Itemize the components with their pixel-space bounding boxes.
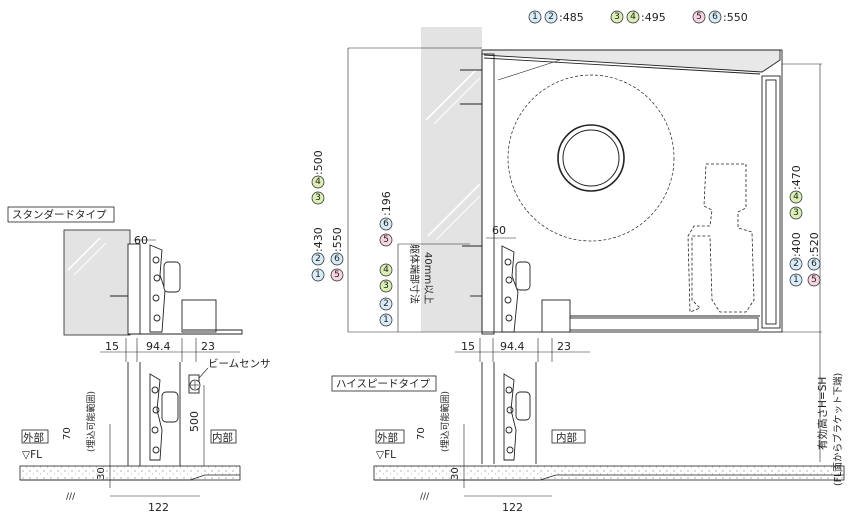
body-end-dim-label: 躯体端部寸法 (408, 244, 421, 304)
stack-right-56: 5 6 :520 (807, 232, 821, 287)
effective-height-note: (FL面からブラケット下端) (832, 373, 844, 486)
svg-text::400: :400 (790, 232, 803, 257)
stack-left-56: 5 6 :550 (330, 227, 344, 282)
svg-text:5: 5 (811, 275, 817, 285)
svg-text:4: 4 (315, 177, 321, 187)
standard-type-title: スタンダードタイプ (12, 208, 107, 221)
svg-text:6: 6 (383, 219, 389, 229)
right-dim-122: 122 (502, 501, 523, 514)
left-buried-range: (埋込可能範囲) (85, 391, 97, 452)
left-inner-label: 内部 (212, 431, 233, 444)
svg-text:3: 3 (383, 281, 389, 291)
right-dim-15: 15 (461, 340, 475, 353)
legend-group-12: 1 2 :485 (528, 10, 584, 24)
stack-left-34: 3 4 :500 (311, 150, 325, 205)
svg-text:6: 6 (334, 254, 340, 264)
svg-text:6: 6 (811, 259, 817, 269)
right-fl-label: ▽FL (376, 449, 396, 461)
svg-text:1: 1 (383, 315, 389, 325)
svg-text:5: 5 (383, 235, 389, 245)
left-bottom-mechanism (127, 362, 200, 466)
left-stack: 1 2 :430 3 4 :500 5 6 :550 (311, 150, 344, 282)
left-dim-500: 500 (188, 411, 201, 432)
left-dim-122: 122 (148, 501, 169, 514)
left-dim-23: 23 (201, 340, 215, 353)
svg-text:4: 4 (630, 12, 636, 22)
svg-text::550: :550 (723, 11, 748, 24)
stack-left-12: 1 2 :430 (311, 227, 325, 282)
svg-text::550: :550 (331, 227, 344, 252)
svg-text::500: :500 (312, 150, 325, 175)
legend-group-34: 3 4 :495 (610, 10, 666, 24)
stack-right-12: 1 2 :400 (789, 232, 803, 287)
svg-text:1: 1 (532, 12, 538, 22)
right-floor (373, 465, 845, 481)
svg-text:///: /// (420, 492, 430, 502)
left-floor (19, 465, 241, 481)
svg-text:4: 4 (793, 192, 799, 202)
left-fl-label: ▽FL (22, 449, 42, 461)
svg-text:///: /// (66, 492, 76, 502)
left-top-mechanism (110, 243, 243, 335)
svg-text::470: :470 (790, 165, 803, 190)
effective-height-label: 有効高さH=SH (816, 377, 829, 450)
top-legend: 1 2 :485 3 4 :495 5 6 :550 (528, 10, 748, 24)
left-wall (63, 229, 131, 336)
high-speed-type-title: ハイスピードタイプ (336, 378, 430, 390)
right-buried-range: (埋込可能範囲) (439, 391, 451, 452)
left-dim-60: 60 (134, 234, 148, 247)
right-inner-label: 内部 (556, 431, 577, 444)
svg-text:1: 1 (315, 270, 321, 280)
high-speed-title-box (331, 375, 437, 392)
svg-text::495: :495 (641, 11, 666, 24)
svg-text:5: 5 (334, 270, 340, 280)
motor-outline (687, 163, 755, 313)
svg-text:3: 3 (614, 12, 620, 22)
high-speed-type-view: 60 15 94.4 23 躯体端部寸法 40mm以上 ハイスピードタイプ 内部… (331, 27, 845, 514)
left-dim-15: 15 (105, 340, 119, 353)
svg-text:3: 3 (793, 208, 799, 218)
svg-text:5: 5 (696, 12, 702, 22)
right-stack: 1 2 :400 3 4 :470 5 6 :520 (789, 165, 821, 287)
drum-outer-circle (507, 74, 675, 242)
right-wall (421, 27, 482, 332)
right-dim-94-4: 94.4 (500, 340, 525, 353)
shutter-housing (481, 49, 783, 333)
standard-type-title-box (7, 206, 115, 223)
svg-text:6: 6 (712, 12, 718, 22)
right-top-mechanism (460, 53, 571, 335)
right-dim-60: 60 (492, 224, 506, 237)
beam-sensor-label: ビームセンサ (208, 358, 271, 370)
mid-stack: 1 2 3 4 5 6 :196 (379, 191, 393, 327)
svg-text:3: 3 (315, 193, 321, 203)
svg-text::520: :520 (808, 232, 821, 257)
right-bottom-mechanism (481, 362, 537, 464)
right-dim-23: 23 (557, 340, 571, 353)
stack-right-34: 3 4 :470 (789, 165, 803, 220)
legend-group-56: 5 6 :550 (692, 10, 748, 24)
right-dim-70: 70 (416, 427, 427, 440)
left-dim-70: 70 (62, 427, 73, 440)
left-dim-94-4: 94.4 (146, 340, 171, 353)
svg-text::196: :196 (380, 191, 393, 216)
drum-inner-circle (557, 124, 625, 192)
svg-text::485: :485 (559, 11, 584, 24)
svg-text:2: 2 (383, 299, 389, 309)
left-outer-label: 外部 (23, 431, 44, 444)
svg-text:4: 4 (383, 265, 389, 275)
standard-type-view: スタンダードタイプ 60 15 94.4 23 (7, 206, 271, 514)
body-end-dim-value: 40mm以上 (422, 252, 434, 304)
svg-text:1: 1 (793, 275, 799, 285)
svg-text:2: 2 (793, 259, 799, 269)
svg-text:2: 2 (315, 254, 321, 264)
svg-text:2: 2 (548, 12, 554, 22)
right-outer-label: 外部 (377, 431, 398, 444)
svg-text::430: :430 (312, 227, 325, 252)
